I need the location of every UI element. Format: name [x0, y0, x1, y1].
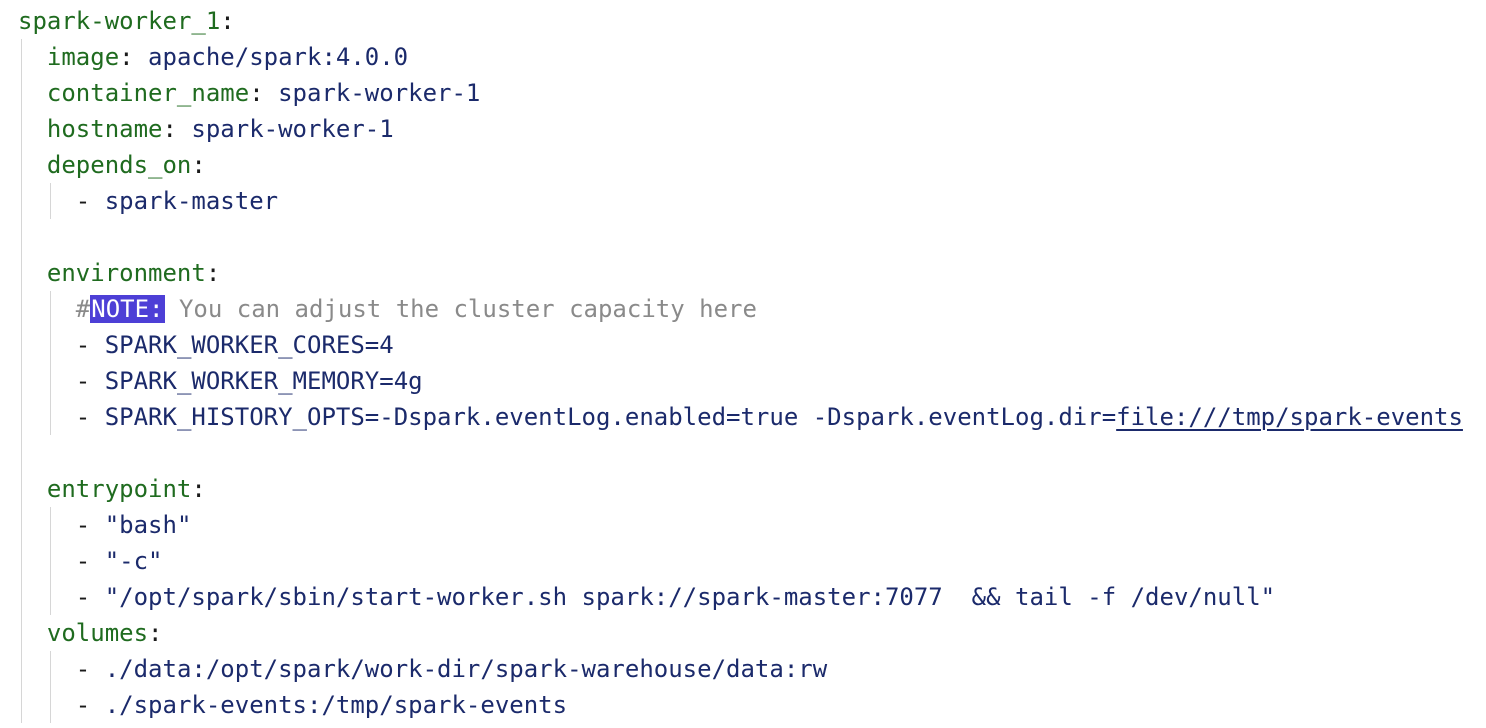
code-line: entrypoint:	[47, 471, 1486, 507]
code-token: -	[75, 331, 105, 359]
yaml-key: hostname	[46, 115, 163, 143]
code-token: :	[220, 7, 235, 35]
code-line: container_name: spark-worker-1	[47, 75, 1486, 111]
code-token: :	[191, 475, 206, 503]
yaml-value: SPARK_WORKER_MEMORY=4g	[104, 367, 423, 395]
file-link[interactable]: file:///tmp/spark-events	[1116, 403, 1463, 431]
indent-guide	[49, 507, 51, 615]
code-line: - ./data:/opt/spark/work-dir/spark-wareh…	[76, 651, 1486, 687]
code-token: :	[162, 115, 192, 143]
indent-guide	[49, 651, 51, 723]
indent-guide	[21, 39, 22, 723]
yaml-value: "-c"	[104, 547, 163, 575]
code-token: :	[191, 151, 206, 179]
code-line: - spark-master	[76, 183, 1486, 219]
code-token: -	[75, 655, 105, 683]
yaml-key: environment	[46, 259, 206, 287]
code-line: - "/opt/spark/sbin/start-worker.sh spark…	[76, 579, 1486, 615]
code-line: - "-c"	[76, 543, 1486, 579]
code-line: depends_on:	[47, 147, 1486, 183]
yaml-key: spark-worker_1	[18, 7, 221, 35]
yaml-value: SPARK_HISTORY_OPTS=-Dspark.eventLog.enab…	[104, 403, 1117, 431]
code-line: spark-worker_1:	[18, 3, 1486, 39]
code-line: hostname: spark-worker-1	[47, 111, 1486, 147]
yaml-comment: You can adjust the cluster capacity here	[164, 295, 757, 323]
yaml-comment: #	[75, 295, 91, 323]
yaml-key: image	[46, 43, 120, 71]
code-line: - SPARK_HISTORY_OPTS=-Dspark.eventLog.en…	[76, 399, 1486, 435]
code-line: - ./spark-events:/tmp/spark-events	[76, 687, 1486, 723]
code-line: environment:	[47, 255, 1486, 291]
todo-highlight: NOTE:	[90, 295, 165, 323]
code-token: -	[75, 187, 105, 215]
yaml-value: "bash"	[104, 511, 192, 539]
code-line: image: apache/spark:4.0.0	[47, 39, 1486, 75]
code-token: :	[249, 79, 279, 107]
code-token: -	[75, 367, 105, 395]
yaml-key: depends_on	[46, 151, 192, 179]
code-line: - SPARK_WORKER_CORES=4	[76, 327, 1486, 363]
yaml-value: apache/spark:4.0.0	[148, 43, 409, 71]
code-line	[18, 219, 1486, 255]
yaml-value: ./spark-events:/tmp/spark-events	[104, 691, 568, 719]
code-line: - SPARK_WORKER_MEMORY=4g	[76, 363, 1486, 399]
indent-guide	[49, 291, 51, 435]
code-token: -	[75, 691, 105, 719]
code-token: -	[75, 403, 105, 431]
indent-guide	[49, 183, 51, 219]
yaml-key: volumes	[46, 619, 149, 647]
yaml-value: spark-worker-1	[278, 79, 481, 107]
yaml-value: ./data:/opt/spark/work-dir/spark-warehou…	[104, 655, 828, 683]
yaml-value: spark-master	[104, 187, 279, 215]
yaml-value: spark-worker-1	[191, 115, 394, 143]
code-line: volumes:	[47, 615, 1486, 651]
yaml-value: SPARK_WORKER_CORES=4	[104, 331, 394, 359]
code-token: :	[205, 259, 221, 287]
code-token: -	[75, 547, 105, 575]
code-token: -	[75, 583, 105, 611]
code-line	[18, 435, 1486, 471]
code-line: - "bash"	[76, 507, 1486, 543]
yaml-key: container_name	[46, 79, 250, 107]
code-token: :	[119, 43, 149, 71]
yaml-key: entrypoint	[46, 475, 192, 503]
yaml-value: "/opt/spark/sbin/start-worker.sh spark:/…	[104, 583, 1276, 611]
code-token: -	[75, 511, 105, 539]
code-line: #NOTE: You can adjust the cluster capaci…	[76, 291, 1486, 327]
code-token: :	[148, 619, 163, 647]
